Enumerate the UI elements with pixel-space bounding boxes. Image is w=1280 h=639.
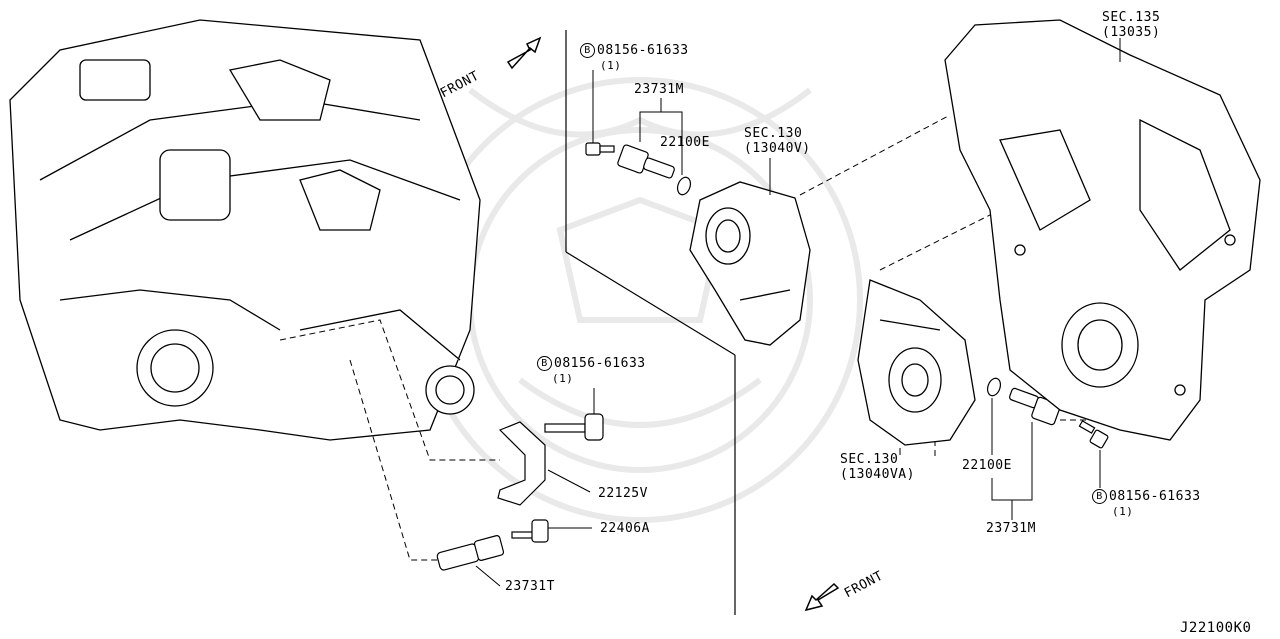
front-timing-cover <box>944 19 1261 441</box>
mounting-bracket <box>497 421 546 506</box>
section-dividers <box>565 30 736 615</box>
sensor-bottom-label: 23731T <box>505 579 555 594</box>
bolt-top-part: 08156-61633 <box>597 43 689 58</box>
front-arrow-bottom <box>804 582 840 612</box>
bracket-label: 22125V <box>598 486 648 501</box>
bolt-mid <box>544 413 604 441</box>
sec135-label: SEC.135 (13035) <box>1102 10 1160 40</box>
bolt-mid-circle: B <box>537 356 552 371</box>
cam-sensor-top <box>617 144 692 196</box>
bolt-right-part: 08156-61633 <box>1109 489 1201 504</box>
dashed-leaders <box>279 114 1090 561</box>
bolt-right-qty: (1) <box>1112 505 1134 518</box>
oring-right-label: 22100E <box>962 458 1012 473</box>
sec130-v-code: (13040V) <box>744 141 811 156</box>
sec135-code: (13035) <box>1102 25 1161 40</box>
bolt-mid-part: 08156-61633 <box>554 356 646 371</box>
bolt-right-circle: B <box>1092 489 1107 504</box>
sec130-v-label: SEC.130 (13040V) <box>744 126 811 156</box>
callout-bracket-top <box>639 98 683 175</box>
bolt-mid-qty: (1) <box>552 372 574 385</box>
valve-timing-cover-bottom <box>857 279 976 446</box>
sensor-top-label: 23731M <box>634 82 684 97</box>
engine-block-illustration <box>9 19 481 441</box>
bolt-top-qty: (1) <box>600 59 622 72</box>
bolt-top <box>585 142 615 156</box>
diagram-code: J22100K0 <box>1180 620 1252 636</box>
oring-top-label: 22100E <box>660 135 710 150</box>
bolt-top-circle: B <box>580 43 595 58</box>
valve-timing-cover-top <box>689 181 811 346</box>
sec130-v-sec: SEC.130 <box>744 126 803 141</box>
bolt-small-label: 22406A <box>600 521 650 536</box>
cam-sensor-right <box>986 377 1061 426</box>
crank-sensor-bottom <box>436 535 505 571</box>
bolt-right <box>1078 420 1109 449</box>
sensor-right-label: 23731M <box>986 521 1036 536</box>
sec130-va-label: SEC.130 (13040VA) <box>840 452 915 482</box>
sec130-va-sec: SEC.130 <box>840 452 899 467</box>
sec135-sec: SEC.135 <box>1102 10 1161 25</box>
front-arrow-top <box>506 36 542 70</box>
sec130-va-code: (13040VA) <box>840 467 915 482</box>
bolt-small <box>511 519 549 543</box>
callout-bracket-right <box>991 398 1033 520</box>
